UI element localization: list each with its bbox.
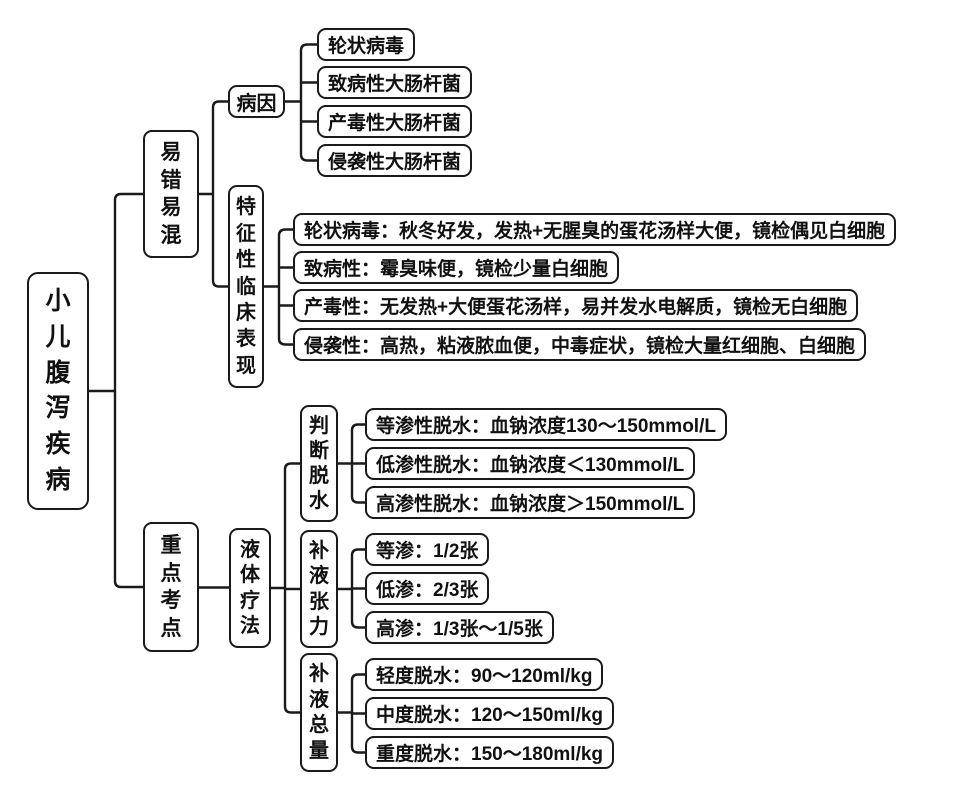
connector-yeti-children <box>269 462 302 714</box>
leaf-dehydration-hypotonic: 低渗性脱水：血钠浓度＜130mmol/L <box>365 447 696 480</box>
node-buye-zongliang: 补液总量 <box>300 653 338 772</box>
leaf-volume-severe: 重度脱水：150～180ml/kg <box>365 736 615 769</box>
leaf-clinical-zhibingxing: 致病性：霉臭味便，镜检少量白细胞 <box>293 251 620 284</box>
node-panduan-tuoshui: 判断脱水 <box>300 405 338 522</box>
connector-zhangli-leaves <box>336 548 367 629</box>
leaf-clinical-qinxixing: 侵袭性：高热，粘液脓血便，中毒症状，镜检大量红细胞、白细胞 <box>293 328 867 361</box>
branch-yicuoyihun: 易错易混 <box>143 130 199 258</box>
leaf-cause-chanduxing: 产毒性大肠杆菌 <box>317 105 473 138</box>
leaf-tension-hypotonic: 低渗：2/3张 <box>365 572 490 605</box>
connector-panduan-leaves <box>336 423 367 504</box>
leaf-volume-moderate: 中度脱水：120～150ml/kg <box>365 697 615 730</box>
node-buye-zhangli: 补液张力 <box>300 530 338 648</box>
branch-zhongdiankaodian: 重点考点 <box>143 522 199 652</box>
node-yetiliaofa: 液体疗法 <box>229 528 271 648</box>
leaf-dehydration-hypertonic: 高渗性脱水：血钠浓度＞150mmol/L <box>365 486 696 519</box>
leaf-clinical-chanduxing: 产毒性：无发热+大便蛋花汤样，易并发水电解质，镜检无白细胞 <box>293 289 859 322</box>
leaf-volume-mild: 轻度脱水：90～120ml/kg <box>365 658 604 691</box>
leaf-cause-lunzhuangbingdu: 轮状病毒 <box>317 28 416 61</box>
leaf-cause-zhibingxing: 致病性大肠杆菌 <box>317 66 473 99</box>
leaf-tension-isotonic: 等渗：1/2张 <box>365 533 490 566</box>
root-node: 小儿腹泻疾病 <box>27 272 89 510</box>
leaf-cause-qinxixing: 侵袭性大肠杆菌 <box>317 144 473 177</box>
connector-yicuo-children <box>197 100 230 288</box>
leaf-tension-hypertonic: 高渗：1/3张～1/5张 <box>365 611 554 644</box>
leaf-dehydration-isotonic: 等渗性脱水：血钠浓度130～150mmol/L <box>365 408 727 441</box>
connector-bingyin-leaves <box>283 43 319 162</box>
node-tezhengxing-linchuang-biaoxian: 特征性临床表现 <box>228 185 264 388</box>
connector-root-trunk <box>87 192 145 589</box>
connector-zongliang-leaves <box>336 673 367 754</box>
leaf-clinical-lunzhuangbingdu: 轮状病毒：秋冬好发，发热+无腥臭的蛋花汤样大便，镜检偶见白细胞 <box>293 213 897 246</box>
node-bingyin: 病因 <box>228 85 285 118</box>
connector-tezheng-leaves <box>262 228 295 346</box>
